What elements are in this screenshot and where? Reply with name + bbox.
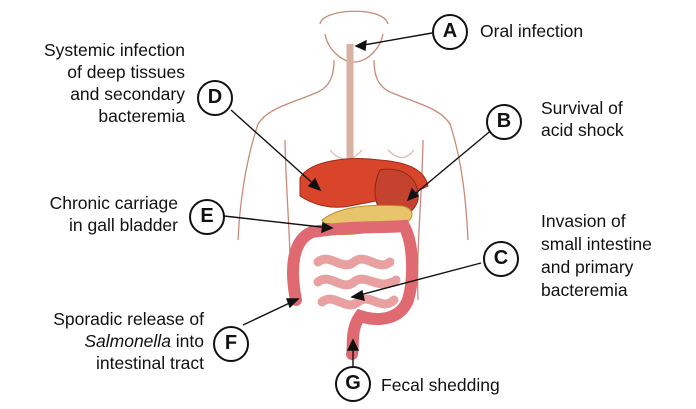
leader-line-d <box>231 110 318 188</box>
marker-a: A <box>432 14 468 50</box>
marker-b: B <box>486 104 522 140</box>
label-c-line2: small intestine <box>541 233 652 256</box>
label-e-line2: in gall bladder <box>14 214 178 236</box>
label-d: Systemic infection of deep tissues and s… <box>4 39 185 127</box>
marker-g: G <box>335 366 371 402</box>
label-e: Chronic carriage in gall bladder <box>14 192 178 236</box>
label-c: Invasion of small intestine and primary … <box>541 210 652 302</box>
colon <box>293 226 412 354</box>
label-a: Oral infection <box>480 20 583 42</box>
label-b: Survival of acid shock <box>541 97 624 141</box>
arrowhead-c <box>352 291 364 300</box>
label-d-line3: and secondary <box>4 83 185 105</box>
label-d-line4: bacteremia <box>4 105 185 127</box>
marker-d: D <box>197 80 233 116</box>
label-f: Sporadic release of Salmonella into inte… <box>14 308 204 374</box>
label-f-line2-rest: into <box>171 331 204 351</box>
label-f-salmonella: Salmonella <box>84 331 171 351</box>
label-b-line1: Survival of <box>541 97 624 119</box>
marker-e: E <box>189 199 225 235</box>
leader-line-e <box>224 216 330 228</box>
label-f-line2: Salmonella into <box>14 330 204 352</box>
label-e-line1: Chronic carriage <box>14 192 178 214</box>
label-d-line1: Systemic infection <box>4 39 185 61</box>
arrowhead-a <box>356 41 366 50</box>
marker-c: C <box>483 241 519 277</box>
label-c-line1: Invasion of <box>541 210 652 233</box>
leader-line-a <box>358 33 432 46</box>
label-f-line3: intestinal tract <box>14 352 204 374</box>
marker-f: F <box>213 326 249 362</box>
label-c-line4: bacteremia <box>541 279 652 302</box>
label-b-line2: acid shock <box>541 119 624 141</box>
label-d-line2: of deep tissues <box>4 61 185 83</box>
label-c-line3: and primary <box>541 256 652 279</box>
label-g: Fecal shedding <box>381 374 500 396</box>
label-f-line1: Sporadic release of <box>14 308 204 330</box>
